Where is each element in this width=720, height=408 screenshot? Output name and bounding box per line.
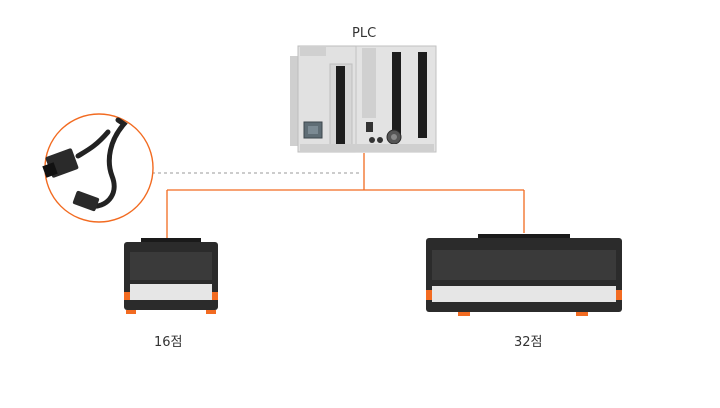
terminal-block-32-icon [426, 234, 622, 316]
terminal-block-16-icon [124, 238, 218, 314]
connection-lines [166, 153, 525, 238]
terminal-16-label: 16점 [154, 335, 183, 350]
connector-cable-icon [42, 113, 154, 223]
plc-label: PLC [352, 26, 377, 41]
plc-module-icon [290, 45, 437, 153]
terminal-32-label: 32점 [514, 335, 543, 350]
